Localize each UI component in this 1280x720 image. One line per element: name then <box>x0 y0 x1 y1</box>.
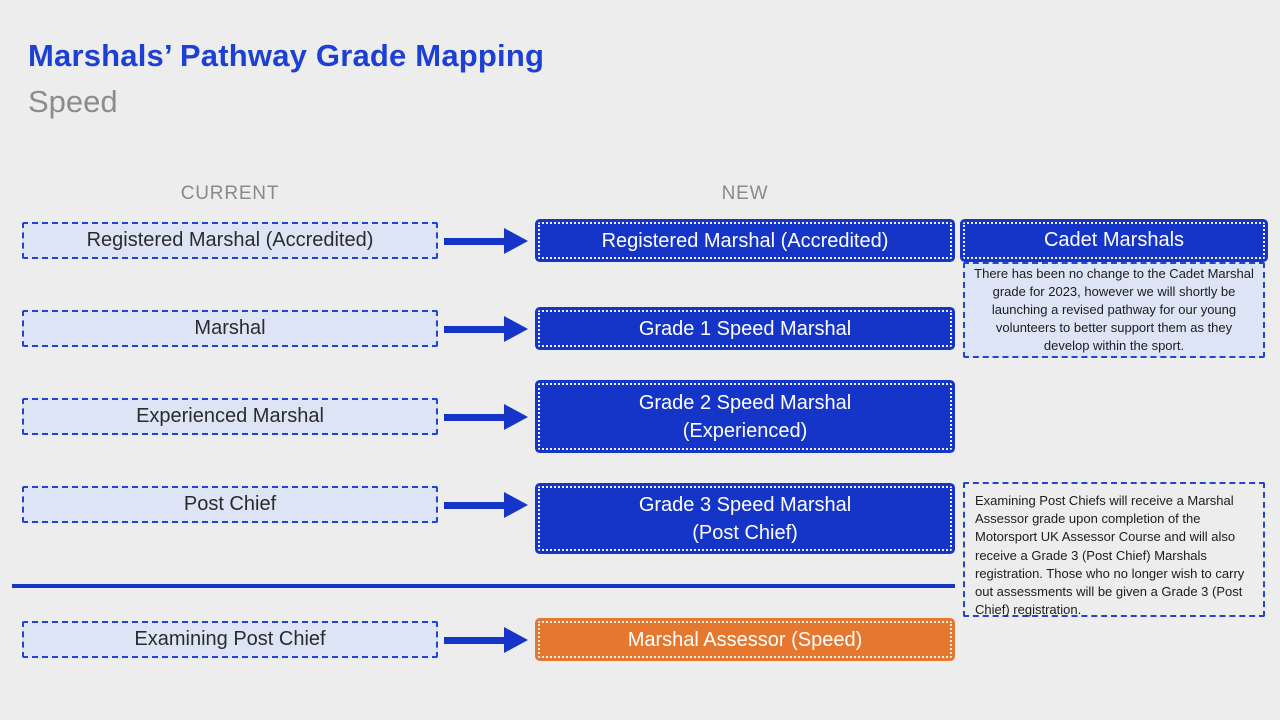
arrow-right-icon <box>444 316 528 342</box>
arrow-shaft <box>444 325 506 333</box>
current-grade-registered-marshal: Registered Marshal (Accredited) <box>22 222 438 259</box>
new-grade-label: Grade 3 Speed Marshal <box>638 493 852 516</box>
new-grade-label: Registered Marshal (Accredited) <box>601 229 889 252</box>
current-grade-label: Examining Post Chief <box>134 628 326 650</box>
page-title: Marshals’ Pathway Grade Mapping <box>28 38 545 73</box>
section-divider <box>12 584 955 588</box>
cadet-marshals-title: Cadet Marshals <box>1043 229 1185 251</box>
current-grade-label: Experienced Marshal <box>136 405 324 427</box>
arrow-head <box>504 404 528 430</box>
new-grade-label-line2: (Post Chief) <box>692 521 798 544</box>
current-grade-examining-post-chief: Examining Post Chief <box>22 621 438 658</box>
arrow-head <box>504 228 528 254</box>
new-grade-label: Grade 1 Speed Marshal <box>638 317 852 340</box>
current-grade-marshal: Marshal <box>22 310 438 347</box>
cadet-marshals-header: Cadet Marshals <box>963 222 1265 259</box>
arrow-shaft <box>444 237 506 245</box>
arrow-right-icon <box>444 228 528 254</box>
new-grade-registered-marshal: Registered Marshal (Accredited) <box>538 222 952 259</box>
cadet-marshals-panel: Cadet Marshals There has been no change … <box>963 222 1265 358</box>
arrow-head <box>504 627 528 653</box>
examining-post-chiefs-note-text: Examining Post Chiefs will receive a Mar… <box>975 493 1245 618</box>
examining-post-chiefs-panel: Examining Post Chiefs will receive a Mar… <box>963 482 1265 617</box>
arrow-right-icon <box>444 627 528 653</box>
current-grade-label: Marshal <box>194 317 266 339</box>
arrow-head <box>504 492 528 518</box>
new-grade-3-speed-marshal: Grade 3 Speed Marshal (Post Chief) <box>538 486 952 551</box>
new-column-label: NEW <box>721 183 769 204</box>
arrow-right-icon <box>444 404 528 430</box>
new-grade-marshal-assessor: Marshal Assessor (Speed) <box>538 621 952 658</box>
new-grade-label: Grade 2 Speed Marshal <box>638 391 852 414</box>
new-grade-2-speed-marshal: Grade 2 Speed Marshal (Experienced) <box>538 383 952 450</box>
current-grade-experienced-marshal: Experienced Marshal <box>22 398 438 435</box>
new-grade-label-line2: (Experienced) <box>682 419 808 442</box>
cadet-marshals-note: There has been no change to the Cadet Ma… <box>963 262 1265 358</box>
current-grade-label: Post Chief <box>183 493 277 515</box>
arrow-head <box>504 316 528 342</box>
arrow-shaft <box>444 413 506 421</box>
arrow-shaft <box>444 501 506 509</box>
current-column-label: CURRENT <box>180 183 280 204</box>
current-grade-label: Registered Marshal (Accredited) <box>86 229 374 251</box>
arrow-shaft <box>444 636 506 644</box>
page-subtitle: Speed <box>28 84 118 119</box>
new-grade-1-speed-marshal: Grade 1 Speed Marshal <box>538 310 952 347</box>
new-grade-label: Marshal Assessor (Speed) <box>627 628 863 651</box>
examining-post-chiefs-note: Examining Post Chiefs will receive a Mar… <box>963 482 1265 617</box>
current-grade-post-chief: Post Chief <box>22 486 438 523</box>
arrow-right-icon <box>444 492 528 518</box>
cadet-marshals-note-text: There has been no change to the Cadet Ma… <box>974 265 1254 354</box>
